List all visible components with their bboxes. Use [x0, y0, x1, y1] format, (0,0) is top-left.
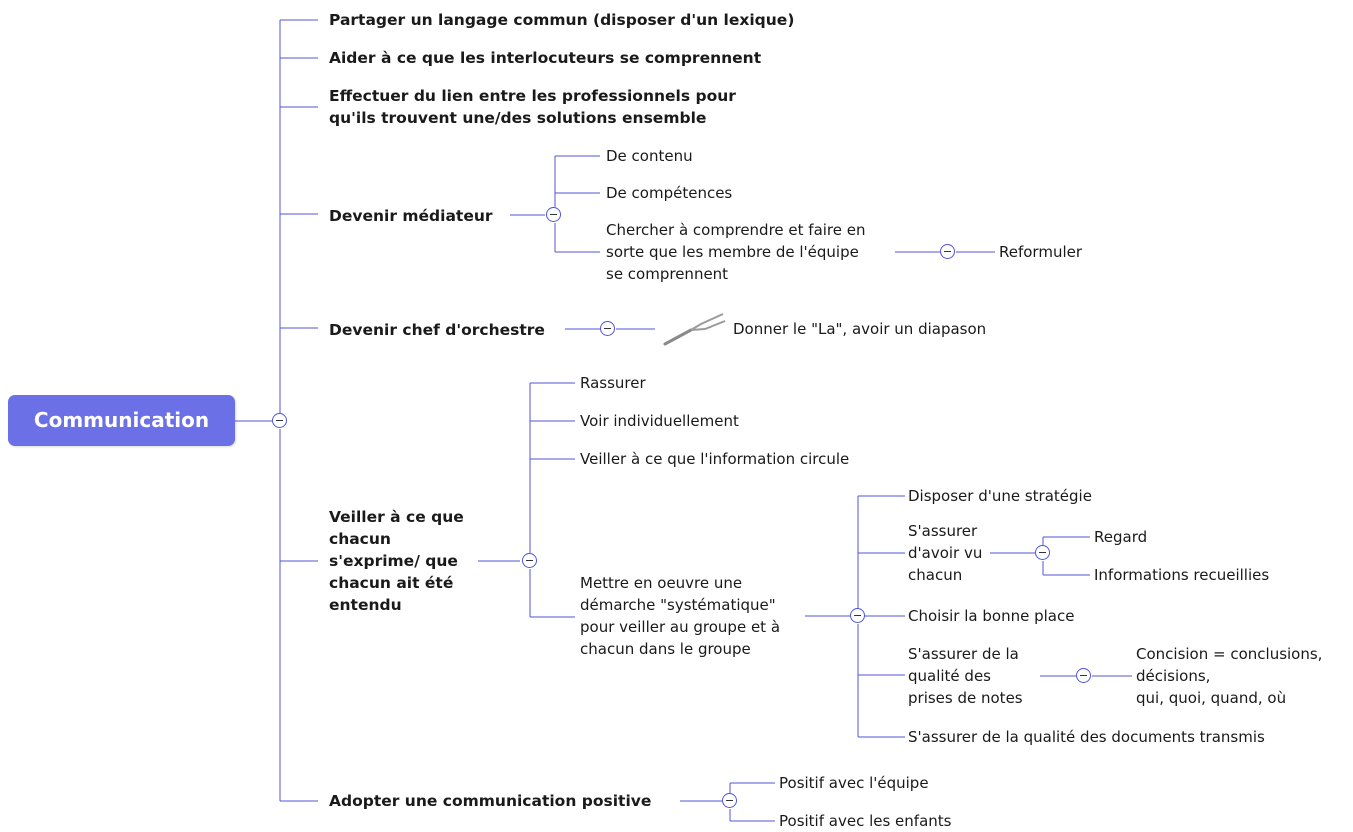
branch-veiller-expression[interactable]: Veiller à ce que chacun s'exprime/ que c…: [329, 508, 464, 614]
node-reformuler[interactable]: Reformuler: [999, 243, 1083, 261]
branch-mediateur[interactable]: Devenir médiateur: [329, 207, 493, 225]
tuning-fork-icon: [663, 313, 726, 346]
node-prises-notes[interactable]: S'assurer de la qualité des prises de no…: [908, 645, 1023, 707]
branch-communication-positive[interactable]: Adopter une communication positive: [329, 792, 652, 810]
node-informations-recueillies[interactable]: Informations recueillies: [1094, 566, 1270, 584]
root-label: Communication: [33, 408, 210, 432]
node-positif-equipe[interactable]: Positif avec l'équipe: [779, 774, 929, 792]
collapse-toggle-mediateur[interactable]: [546, 207, 561, 222]
collapse-toggle-positive[interactable]: [722, 793, 737, 808]
branch-interlocuteurs[interactable]: Aider à ce que les interlocuteurs se com…: [329, 49, 762, 67]
branch-lexique[interactable]: Partager un langage commun (disposer d'u…: [329, 11, 795, 29]
node-de-competences[interactable]: De compétences: [606, 184, 733, 202]
node-avoir-vu-chacun[interactable]: S'assurer d'avoir vu chacun: [908, 522, 983, 584]
node-information-circule[interactable]: Veiller à ce que l'information circule: [580, 450, 850, 468]
node-positif-enfants[interactable]: Positif avec les enfants: [779, 812, 952, 830]
collapse-toggle-avoir-vu[interactable]: [1035, 545, 1050, 560]
collapse-toggle-orchestre[interactable]: [600, 321, 615, 336]
root-node[interactable]: Communication: [8, 395, 235, 446]
node-chercher-comprendre[interactable]: Chercher à comprendre et faire en sorte …: [606, 221, 866, 283]
branch-lien-professionnels[interactable]: Effectuer du lien entre les professionne…: [329, 87, 736, 127]
node-voir-individuellement[interactable]: Voir individuellement: [580, 412, 739, 430]
branch-chef-orchestre[interactable]: Devenir chef d'orchestre: [329, 321, 545, 339]
collapse-toggle-chercher[interactable]: [940, 244, 955, 259]
node-concision[interactable]: Concision = conclusions, décisions, qui,…: [1136, 645, 1323, 707]
node-bonne-place[interactable]: Choisir la bonne place: [908, 607, 1075, 625]
node-documents-transmis[interactable]: S'assurer de la qualité des documents tr…: [908, 728, 1265, 746]
collapse-toggle-demarche[interactable]: [850, 608, 865, 623]
node-strategie[interactable]: Disposer d'une stratégie: [908, 487, 1092, 505]
node-regard[interactable]: Regard: [1094, 528, 1148, 546]
node-de-contenu[interactable]: De contenu: [606, 147, 693, 165]
collapse-toggle-veiller[interactable]: [522, 553, 537, 568]
node-diapason[interactable]: Donner le "La", avoir un diapason: [733, 320, 987, 338]
collapse-toggle-root[interactable]: [272, 413, 287, 428]
collapse-toggle-prises-notes[interactable]: [1076, 668, 1091, 683]
node-rassurer[interactable]: Rassurer: [580, 374, 646, 392]
node-demarche-systematique[interactable]: Mettre en oeuvre une démarche "systémati…: [580, 574, 781, 658]
